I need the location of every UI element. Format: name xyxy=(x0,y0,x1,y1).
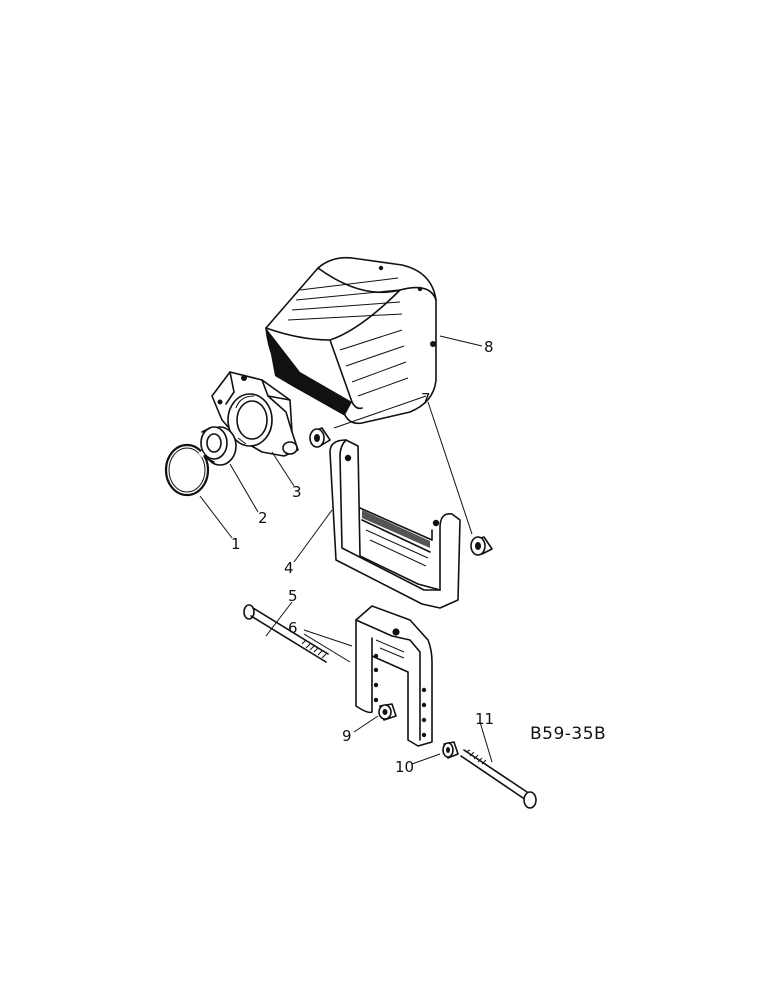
leader-1 xyxy=(199,495,233,539)
part-3-bearing-housing xyxy=(211,371,299,457)
callout-11: 11 xyxy=(475,710,494,728)
callout-3: 3 xyxy=(292,483,302,501)
leader-8 xyxy=(439,335,483,347)
part-7-bushing-lower xyxy=(470,536,493,556)
part-1-snap-ring xyxy=(164,443,210,497)
part-7-bushing-upper xyxy=(309,427,331,448)
part-11-bolt xyxy=(460,749,537,809)
part-5-bolt xyxy=(243,604,329,663)
callout-1: 1 xyxy=(231,535,241,553)
leader-2 xyxy=(229,463,259,513)
reference-code: B59-35B xyxy=(530,724,606,744)
leader-6a xyxy=(303,629,353,647)
part-9-nut xyxy=(378,703,397,721)
callout-6: 6 xyxy=(288,619,298,637)
leader-lines xyxy=(199,335,493,765)
part-6-adjustment-bracket xyxy=(355,605,433,747)
callout-9: 9 xyxy=(342,727,352,745)
leader-3 xyxy=(271,451,295,487)
callout-4: 4 xyxy=(284,559,294,577)
leader-10 xyxy=(411,753,441,765)
callout-7: 7 xyxy=(421,390,431,408)
leader-6b xyxy=(303,633,351,663)
part-2-bearing xyxy=(200,426,237,466)
leader-7b xyxy=(427,401,473,535)
callouts: 1 2 3 4 5 6 7 8 9 10 11 xyxy=(231,338,494,776)
callout-5: 5 xyxy=(288,587,298,605)
part-4-u-bracket xyxy=(329,439,461,609)
leader-9 xyxy=(353,715,379,733)
part-8-cover xyxy=(265,256,437,425)
callout-2: 2 xyxy=(258,509,268,527)
callout-10: 10 xyxy=(395,758,414,776)
part-10-nut xyxy=(442,741,459,759)
leader-7a xyxy=(333,395,427,429)
callout-8: 8 xyxy=(484,338,494,356)
leader-5 xyxy=(265,601,293,637)
leader-11 xyxy=(479,721,493,763)
leader-4 xyxy=(293,509,333,563)
